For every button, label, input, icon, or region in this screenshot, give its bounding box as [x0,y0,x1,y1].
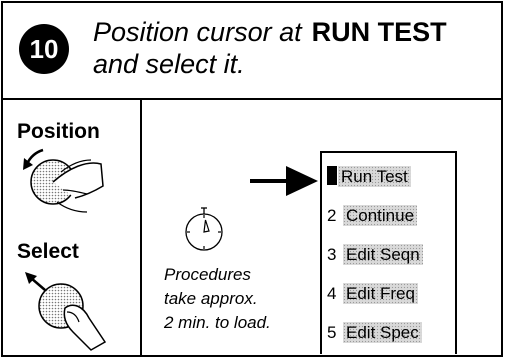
menu-item-number: 5 [327,323,337,342]
menu-item-number: 3 [327,245,337,264]
step-instruction: Position cursor at RUN TEST and select it… [93,16,447,80]
stopwatch-icon [185,207,223,251]
instruction-highlight: RUN TEST [311,17,447,47]
menu-area: Procedures take approx. 2 min. to load. … [142,100,501,357]
note-line1: Procedures [164,265,251,284]
instruction-line1: Position cursor at [93,17,302,47]
menu-item-label: Edit Seqn [343,244,423,265]
menu-item-number: 4 [327,284,337,303]
step-number-badge: 10 [19,24,69,74]
menu-item-label: Continue [343,205,418,226]
menu-item-label: Run Test [338,166,411,187]
arrow-right-icon [250,166,318,196]
menu-item-run-test[interactable]: Run Test [327,164,411,190]
menu-item-label: Edit Spec [343,322,422,343]
instruction-line2: and select it. [93,49,245,79]
controls-column: Position Select [3,100,142,357]
step-header: 10 Position cursor at RUN TEST and select… [3,3,501,100]
push-knob-icon [25,272,107,351]
menu-item-number: 2 [327,206,337,225]
procedure-note: Procedures take approx. 2 min. to load. [164,263,271,335]
rotate-knob-icon [23,148,104,213]
note-line2: take approx. [164,289,258,308]
cursor-marker [327,166,337,185]
menu-item-label: Edit Freq [343,283,418,304]
note-line3: 2 min. to load. [164,313,271,332]
menu-item-continue[interactable]: 2 Continue [327,203,418,229]
menu-item-edit-seqn[interactable]: 3 Edit Seqn [327,242,423,268]
select-label: Select [17,240,79,263]
position-label: Position [17,120,100,143]
menu-item-edit-spec[interactable]: 5 Edit Spec [327,320,422,346]
softkey-menu: Run Test 2 Continue 3 Edit Seqn 4 Edit Freq… [320,151,457,354]
menu-item-edit-freq[interactable]: 4 Edit Freq [327,281,418,307]
